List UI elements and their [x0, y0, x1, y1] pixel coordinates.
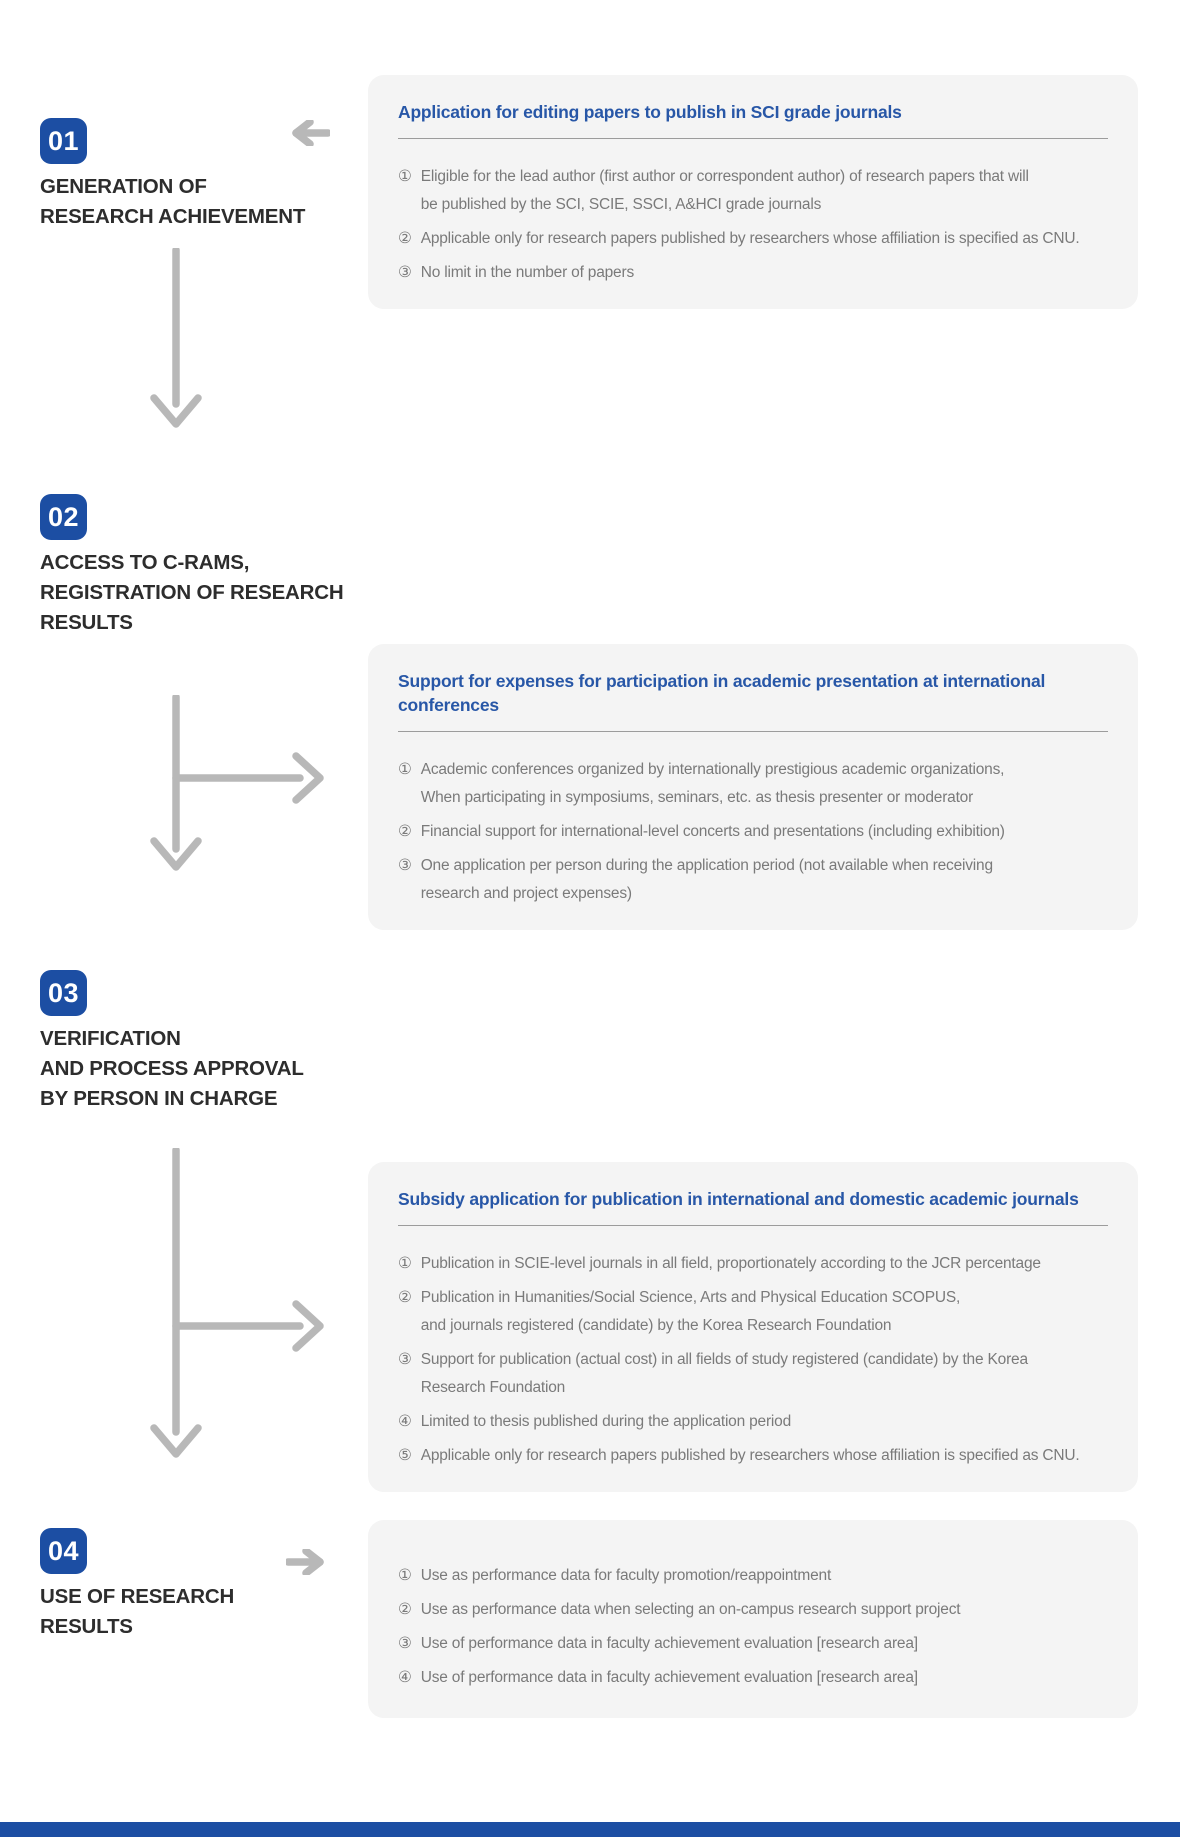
info-box-publication-subsidy: Subsidy application for publication in i… — [368, 1162, 1138, 1492]
step-01: 01 GENERATION OF RESEARCH ACHIEVEMENT — [40, 118, 360, 232]
item-text: Eligible for the lead author (first auth… — [420, 168, 1029, 213]
list-item: ④ Limited to thesis published during the… — [398, 1408, 1108, 1436]
title-divider — [398, 1225, 1108, 1226]
list-item: ② Applicable only for research papers pu… — [398, 225, 1108, 253]
item-marker: ③ — [398, 857, 412, 874]
item-marker: ③ — [398, 1635, 412, 1652]
list-item: ① Publication in SCIE-level journals in … — [398, 1250, 1108, 1278]
step-02-title: ACCESS TO C-RAMS, REGISTRATION OF RESEAR… — [40, 551, 344, 634]
box-title: Application for editing papers to publis… — [398, 102, 902, 122]
flow-arrow-down-icon — [150, 248, 202, 428]
step-03-number-badge: 03 — [40, 970, 87, 1016]
item-marker: ④ — [398, 1413, 412, 1430]
list-item: ③ Use of performance data in faculty ach… — [398, 1630, 1108, 1658]
item-text: Use as performance data for faculty prom… — [420, 1567, 832, 1584]
step-03: 03 VERIFICATION AND PROCESS APPROVAL BY … — [40, 970, 360, 1114]
info-box-sci-editing: Application for editing papers to publis… — [368, 75, 1138, 309]
box-title: Subsidy application for publication in i… — [398, 1189, 1079, 1209]
info-list: ① Eligible for the lead author (first au… — [398, 163, 1108, 287]
item-text: Applicable only for research papers publ… — [420, 1447, 1080, 1464]
step-03-title: VERIFICATION AND PROCESS APPROVAL BY PER… — [40, 1027, 304, 1110]
info-list: ① Publication in SCIE-level journals in … — [398, 1250, 1108, 1470]
step-01-title: GENERATION OF RESEARCH ACHIEVEMENT — [40, 175, 306, 228]
list-item: ① Academic conferences organized by inte… — [398, 756, 1108, 812]
step-02-number-badge: 02 — [40, 494, 87, 540]
step-04: 04 USE OF RESEARCH RESULTS — [40, 1528, 360, 1642]
list-item: ② Publication in Humanities/Social Scien… — [398, 1284, 1108, 1340]
item-text: No limit in the number of papers — [420, 264, 634, 281]
item-marker: ③ — [398, 264, 412, 281]
info-box-use-of-results: ① Use as performance data for faculty pr… — [368, 1520, 1138, 1718]
info-list: ① Academic conferences organized by inte… — [398, 756, 1108, 908]
info-box-conference-support: Support for expenses for participation i… — [368, 644, 1138, 930]
item-text: Use of performance data in faculty achie… — [420, 1669, 918, 1686]
step-04-title: USE OF RESEARCH RESULTS — [40, 1585, 235, 1638]
list-item: ③ Support for publication (actual cost) … — [398, 1346, 1108, 1402]
item-marker: ① — [398, 168, 412, 185]
box-title: Support for expenses for participation i… — [398, 671, 1046, 715]
item-text: Academic conferences organized by intern… — [420, 761, 1005, 806]
item-text: Use as performance data when selecting a… — [420, 1601, 961, 1618]
item-marker: ④ — [398, 1669, 412, 1686]
item-marker: ② — [398, 230, 412, 247]
title-divider — [398, 138, 1108, 139]
step-02: 02 ACCESS TO C-RAMS, REGISTRATION OF RES… — [40, 494, 360, 638]
item-marker: ③ — [398, 1351, 412, 1368]
item-text: Applicable only for research papers publ… — [420, 230, 1080, 247]
item-marker: ① — [398, 1567, 412, 1584]
list-item: ④ Use of performance data in faculty ach… — [398, 1664, 1108, 1692]
list-item: ③ One application per person during the … — [398, 852, 1108, 908]
item-marker: ② — [398, 823, 412, 840]
info-list: ① Use as performance data for faculty pr… — [398, 1562, 1108, 1692]
item-text: Use of performance data in faculty achie… — [420, 1635, 918, 1652]
footer-accent-bar — [0, 1822, 1180, 1837]
step-01-number-badge: 01 — [40, 118, 87, 164]
step-04-number-badge: 04 — [40, 1528, 87, 1574]
title-divider — [398, 731, 1108, 732]
item-text: Publication in SCIE-level journals in al… — [420, 1255, 1041, 1272]
item-marker: ② — [398, 1289, 412, 1306]
item-text: Financial support for international-leve… — [420, 823, 1005, 840]
item-marker: ② — [398, 1601, 412, 1618]
item-text: Limited to thesis published during the a… — [420, 1413, 792, 1430]
item-marker: ① — [398, 1255, 412, 1272]
list-item: ⑤ Applicable only for research papers pu… — [398, 1442, 1108, 1470]
item-marker: ① — [398, 761, 412, 778]
list-item: ① Use as performance data for faculty pr… — [398, 1562, 1108, 1590]
item-text: Support for publication (actual cost) in… — [420, 1351, 1028, 1396]
flow-arrow-down-branch-icon — [150, 695, 324, 871]
list-item: ② Financial support for international-le… — [398, 818, 1108, 846]
list-item: ① Eligible for the lead author (first au… — [398, 163, 1108, 219]
item-text: One application per person during the ap… — [420, 857, 993, 902]
flow-arrow-down-branch-icon — [150, 1148, 324, 1458]
list-item: ② Use as performance data when selecting… — [398, 1596, 1108, 1624]
list-item: ③ No limit in the number of papers — [398, 259, 1108, 287]
item-text: Publication in Humanities/Social Science… — [420, 1289, 961, 1334]
item-marker: ⑤ — [398, 1447, 412, 1464]
